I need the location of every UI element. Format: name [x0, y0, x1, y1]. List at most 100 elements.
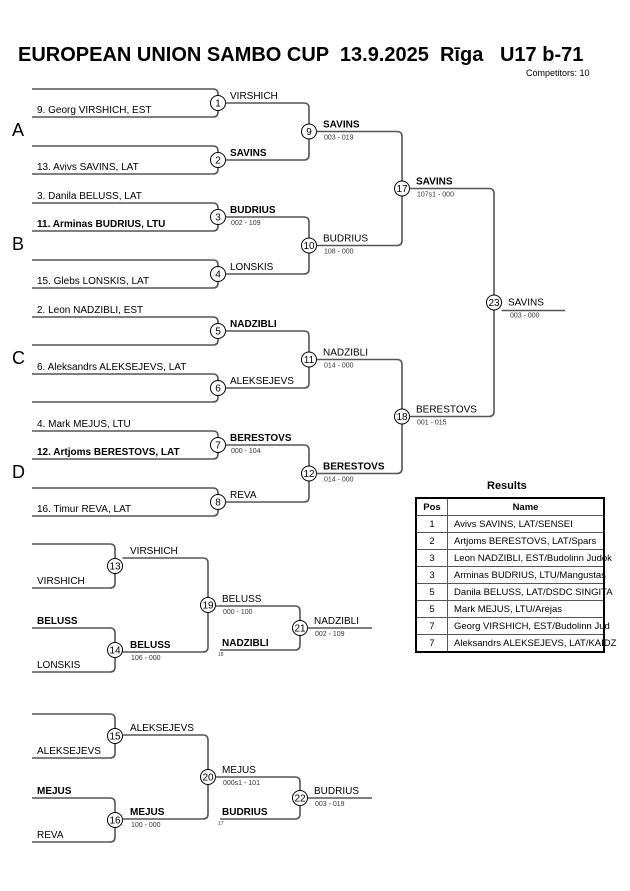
winner-name: BERESTOVS — [416, 405, 477, 416]
match-number-circle — [486, 294, 502, 311]
results-header-pos: Pos — [415, 497, 448, 516]
match-number-circle — [200, 597, 216, 613]
match-number: 4 — [215, 270, 221, 281]
match-number-circle — [107, 812, 123, 828]
match-number: 11 — [304, 355, 315, 366]
match-number: 7 — [215, 441, 221, 452]
competitors-count: Competitors: 10 — [526, 68, 590, 78]
match-score: 107s1 - 000 — [417, 192, 454, 199]
pool-label-b: B — [12, 234, 24, 254]
result-pos: 2 — [415, 532, 448, 550]
match-number: 8 — [215, 498, 221, 509]
entrant-name: 2. Leon NADZIBLI, EST — [37, 305, 143, 316]
match-number: 14 — [109, 646, 121, 657]
result-pos: 7 — [415, 634, 448, 653]
winner-name: MEJUS — [130, 807, 165, 818]
match-number: 6 — [215, 384, 221, 395]
result-name: Aleksandrs ALEKSEJEVS, LAT/KAIDZ — [447, 634, 616, 653]
match-number-circle — [107, 558, 123, 574]
result-name: Arminas BUDRIUS, LTU/Mangustas — [447, 566, 606, 584]
match-number-circle — [107, 728, 123, 744]
winner-name: BUDRIUS — [323, 234, 368, 245]
match-number: 13 — [109, 562, 121, 573]
match-score: 002 - 109 — [231, 220, 261, 227]
results-header-name: Name — [447, 497, 605, 516]
match-number: 23 — [488, 298, 500, 309]
match-score: 000s1 - 101 — [223, 780, 260, 787]
winner-name: NADZIBLI — [230, 319, 277, 330]
entrant-name: 3. Danila BELUSS, LAT — [37, 191, 142, 202]
bracket-connector — [122, 557, 209, 653]
match-number: 9 — [306, 127, 312, 138]
source-match-ref: 18 — [218, 652, 224, 658]
match-score: 100 - 000 — [131, 822, 161, 829]
match-number: 20 — [202, 773, 214, 784]
winner-name: MEJUS — [222, 765, 256, 776]
match-number: 21 — [294, 624, 306, 635]
results-header-row: Pos Name — [415, 497, 605, 516]
entrant-name: 16. Timur REVA, LAT — [37, 504, 131, 515]
winner-name: BUDRIUS — [222, 807, 268, 818]
match-number: 19 — [202, 601, 214, 612]
entrant-name: 9. Georg VIRSHICH, EST — [37, 105, 151, 116]
pool-label-a: A — [12, 120, 24, 140]
match-number: 12 — [303, 469, 315, 480]
result-name: Danila BELUSS, LAT/DSDC SINGITA — [447, 583, 613, 601]
page-title: EUROPEAN UNION SAMBO CUP 13.9.2025 Rīga … — [18, 44, 584, 66]
entrant-name: LONSKIS — [37, 660, 81, 671]
winner-name: NADZIBLI — [222, 638, 269, 649]
match-number: 3 — [215, 213, 221, 224]
match-score: 106 - 000 — [131, 655, 161, 662]
winner-name: SAVINS — [323, 120, 360, 131]
source-match-ref: 17 — [218, 821, 224, 827]
match-score: 108 - 000 — [324, 249, 354, 256]
match-number: 15 — [109, 732, 121, 743]
result-pos: 5 — [415, 583, 448, 601]
match-number-circle — [107, 642, 123, 658]
result-pos: 5 — [415, 600, 448, 618]
winner-name: ALEKSEJEVS — [130, 723, 194, 734]
match-number: 2 — [215, 156, 221, 167]
winner-name: SAVINS — [508, 298, 544, 309]
winner-name: NADZIBLI — [314, 616, 359, 627]
winner-name: REVA — [230, 490, 257, 501]
result-name: Artjoms BERESTOVS, LAT/Spars — [447, 532, 605, 550]
winner-name: BELUSS — [222, 594, 262, 605]
bracket-connector — [409, 187, 495, 418]
winner-name: SAVINS — [230, 148, 267, 159]
match-number: 5 — [215, 327, 221, 338]
entrant-name: MEJUS — [37, 786, 72, 797]
result-name: Avivs SAVINS, LAT/SENSEI — [447, 515, 605, 533]
entrant-name: 15. Glebs LONSKIS, LAT — [37, 276, 149, 287]
entrant-name: 12. Artjoms BERESTOVS, LAT — [37, 447, 180, 458]
entrant-name: ALEKSEJEVS — [37, 746, 101, 757]
entrant-name: REVA — [37, 830, 64, 841]
entrant-name: BELUSS — [37, 616, 78, 627]
result-name: Georg VIRSHICH, EST/Budolinn Jud — [447, 617, 610, 635]
winner-name: BERESTOVS — [323, 462, 385, 473]
winner-name: ALEKSEJEVS — [230, 376, 294, 387]
winner-name: BELUSS — [130, 640, 171, 651]
match-number: 1 — [215, 99, 221, 110]
pool-label-c: C — [12, 348, 25, 368]
result-pos: 1 — [415, 515, 448, 533]
results-title: Results — [487, 480, 527, 492]
winner-name: SAVINS — [416, 177, 453, 188]
match-score: 014 - 000 — [324, 363, 354, 370]
match-score: 003 - 000 — [510, 313, 540, 320]
result-pos: 3 — [415, 566, 448, 584]
winner-name: BUDRIUS — [230, 205, 276, 216]
result-name: Mark MEJUS, LTU/Arėjas — [447, 600, 605, 618]
bracket-connector — [316, 130, 403, 247]
match-score: 014 - 000 — [324, 477, 354, 484]
match-number: 16 — [109, 816, 121, 827]
entrant-name: VIRSHICH — [37, 576, 85, 587]
